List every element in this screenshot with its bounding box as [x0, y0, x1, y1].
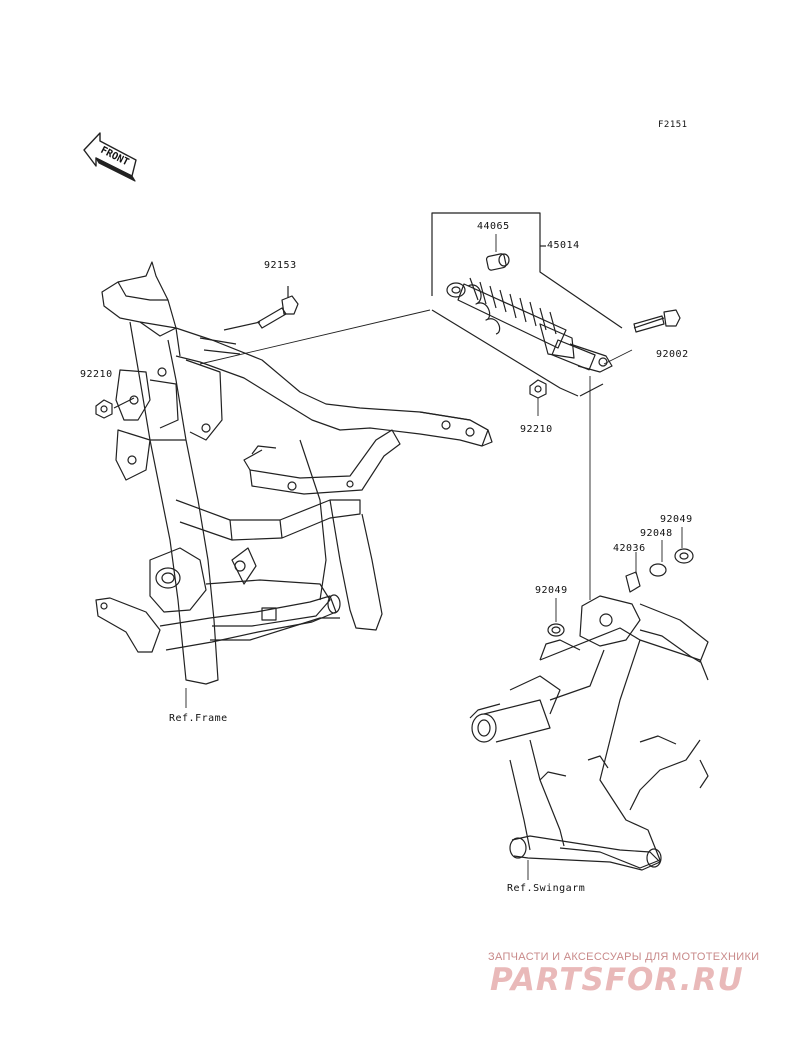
part-label-92048: 92048: [640, 528, 673, 539]
front-arrow-icon: [83, 132, 137, 182]
part-label-92210-left: 92210: [80, 369, 113, 380]
part-label-42036: 42036: [613, 543, 646, 554]
swingarm-illustration: [469, 548, 709, 871]
shock-absorber-illustration: [431, 212, 681, 399]
ref-swingarm-label: Ref.Swingarm: [507, 883, 586, 894]
part-label-45014: 45014: [547, 240, 580, 251]
figure-code: F2151: [658, 120, 688, 130]
ref-frame-label: Ref.Frame: [169, 713, 228, 724]
part-label-92002: 92002: [656, 349, 689, 360]
part-label-92153: 92153: [264, 260, 297, 271]
leader-lines: [185, 234, 683, 880]
frame-illustration: [95, 261, 493, 685]
part-label-44065: 44065: [477, 221, 510, 232]
bolt-92153-illustration: [223, 286, 299, 331]
part-label-92049-lower: 92049: [535, 585, 568, 596]
watermark-subtitle: ЗАПЧАСТИ И АКСЕССУАРЫ ДЛЯ МОТОТЕХНИКИ: [488, 951, 760, 963]
watermark-logo: PARTSFOR.RU: [490, 962, 744, 998]
part-label-92049-upper: 92049: [660, 514, 693, 525]
nut-92210-illustration: [95, 397, 135, 419]
part-label-92210-right: 92210: [520, 424, 553, 435]
